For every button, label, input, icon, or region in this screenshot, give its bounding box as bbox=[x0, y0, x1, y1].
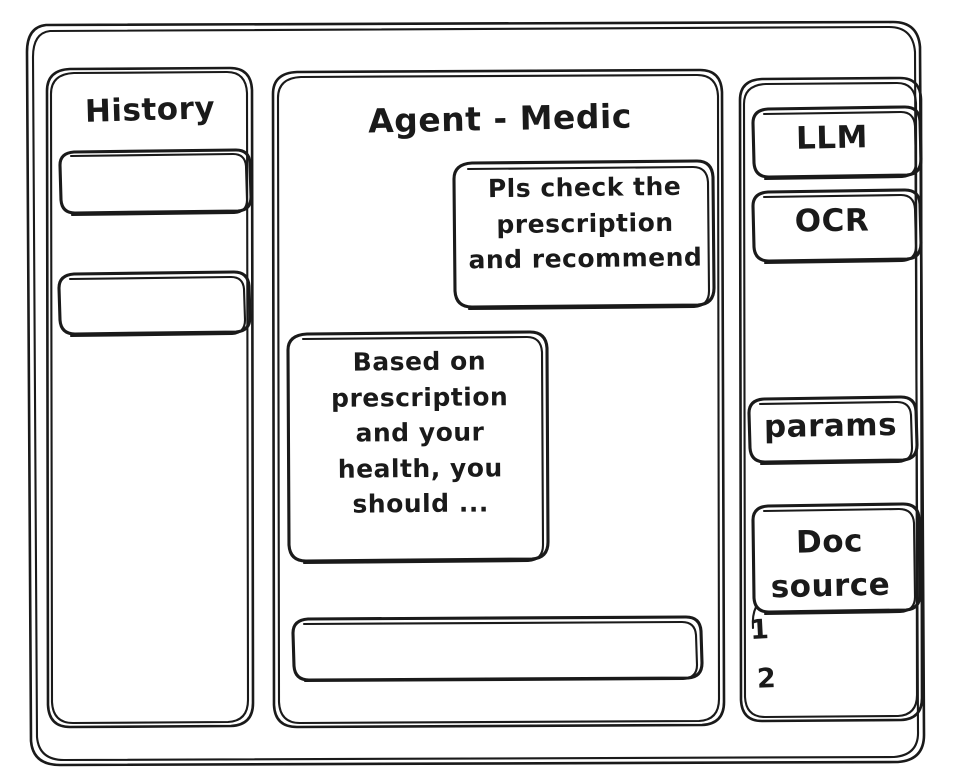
history-panel-outline bbox=[45, 66, 255, 729]
llm-button-label[interactable]: LLM bbox=[795, 119, 869, 157]
tools-panel-outline bbox=[738, 76, 924, 723]
agent-message-bubble-outline bbox=[286, 330, 550, 565]
page-title: Agent - Medic bbox=[367, 96, 633, 141]
history-item-2-outline bbox=[57, 270, 252, 338]
ocr-button-label[interactable]: OCR bbox=[794, 202, 870, 240]
main-panel-outline bbox=[271, 68, 726, 729]
window-frame bbox=[25, 20, 926, 767]
params-button-outline[interactable] bbox=[747, 395, 919, 466]
doc-source-button-label[interactable]: Doc source bbox=[770, 523, 891, 606]
agent-message-text: Based on prescription and your health, y… bbox=[330, 346, 509, 519]
doc-source-button-outline[interactable] bbox=[751, 502, 922, 616]
llm-button-outline[interactable] bbox=[751, 105, 923, 181]
user-message-text: Pls check the prescription and recommend bbox=[468, 171, 703, 275]
doc-source-item-1[interactable]: 1 bbox=[749, 614, 771, 647]
ocr-button-outline[interactable] bbox=[751, 188, 923, 265]
history-panel-title: History bbox=[84, 90, 216, 130]
doc-source-item-2[interactable]: 2 bbox=[756, 663, 777, 695]
composer-input-outline[interactable] bbox=[291, 615, 704, 683]
user-message-bubble-outline bbox=[452, 159, 716, 311]
history-item-1-outline bbox=[58, 148, 253, 217]
params-button-label[interactable]: params bbox=[763, 406, 898, 446]
doc-source-connector-tick bbox=[751, 605, 758, 630]
